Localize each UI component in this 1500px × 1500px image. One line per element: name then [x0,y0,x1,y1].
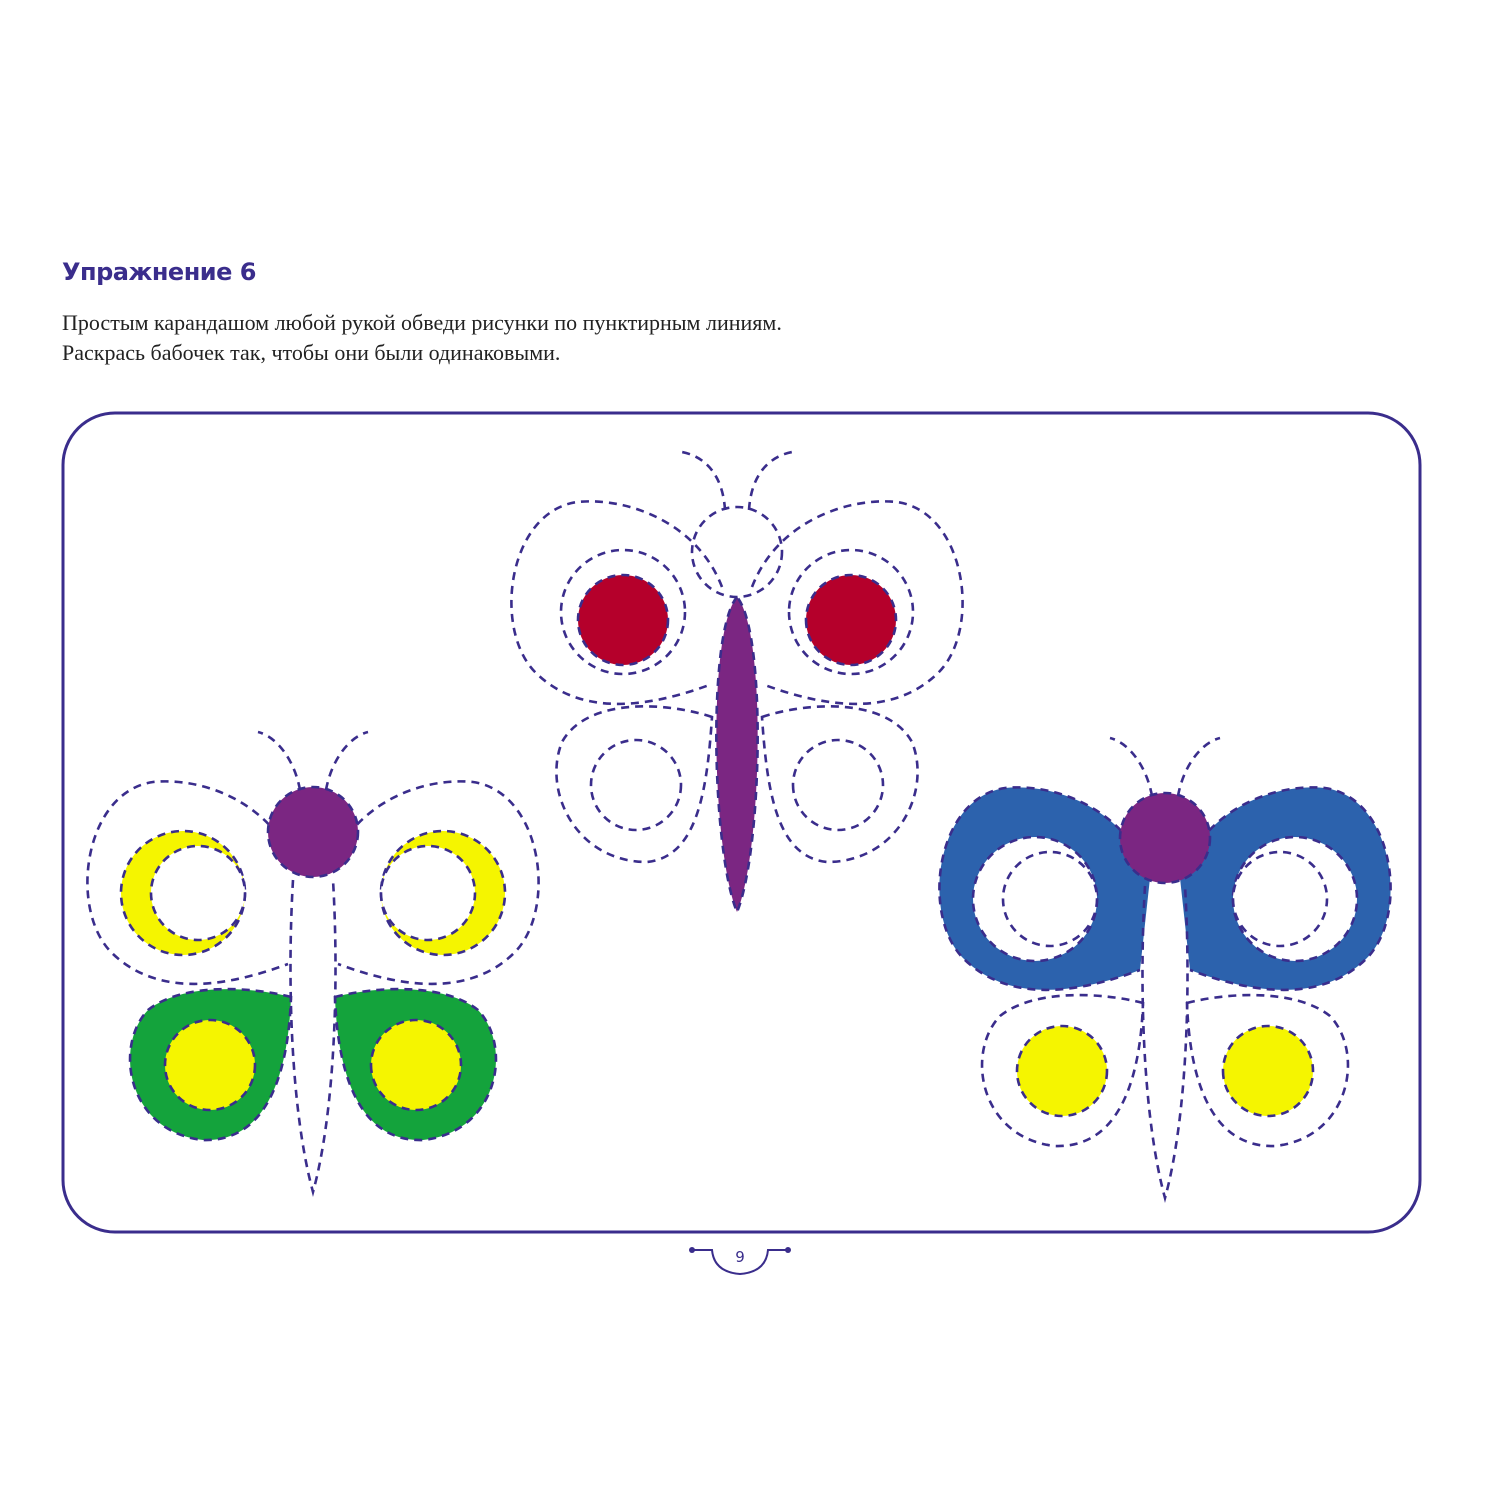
lower-wing-spot [1015,1024,1109,1118]
antenna [257,730,302,791]
left-wings [1176,736,1392,1148]
upper-wing [86,780,300,986]
instructions: Простым карандашом любой рукой обведи ри… [62,308,782,368]
right-wings [510,450,727,864]
lower-wing-spot [1221,1024,1315,1118]
lower-wing-circle [791,738,885,832]
page-number: 9 [735,1248,745,1266]
lower-wing-circle [589,738,683,832]
middle-butterfly [510,450,964,916]
upper-wing-spot [804,573,898,667]
upper-wing [510,500,724,706]
lower-wing [555,705,714,864]
right-butterfly [938,736,1392,1203]
head [690,505,784,599]
lower-wing [1185,993,1350,1148]
left-butterfly [86,730,540,1197]
upper-wing-ring [559,548,687,676]
left-wings [324,730,540,1142]
antenna [1176,736,1221,797]
head [1118,791,1212,885]
upper-wing [326,780,540,986]
upper-wing [750,500,964,706]
lower-wing [760,705,919,864]
instruction-line: Простым карандашом любой рукой обведи ри… [62,310,782,335]
body [289,879,337,1197]
right-wings [86,730,302,1142]
instruction-line: Раскрась бабочек так, чтобы они были оди… [62,340,561,365]
right-wings [938,736,1154,1148]
left-wings [747,450,964,864]
exercise-title: Упражнение 6 [62,258,256,286]
upper-wing-spot [1001,850,1099,948]
lower-wing [980,993,1145,1148]
antenna [681,450,727,511]
upper-wing-spot [1231,850,1329,948]
upper-wing-spot [149,844,247,942]
body [715,594,759,916]
page-number-ornament: 9 [689,1247,791,1276]
exercise-frame [61,411,1422,1234]
lower-wing-spot [369,1018,463,1112]
head [266,785,360,879]
antenna [1109,736,1154,797]
upper-wing-spot [576,573,670,667]
body [1141,885,1189,1203]
lower-wing-spot [163,1018,257,1112]
upper-wing-spot [379,844,477,942]
antenna [747,450,793,511]
upper-wing-ring [787,548,915,676]
antenna [324,730,369,791]
